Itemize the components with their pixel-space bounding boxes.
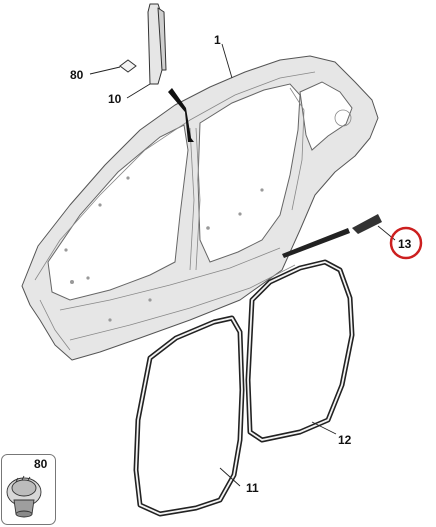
rear-door-seal-inner <box>247 261 353 441</box>
front-door-seal <box>133 315 245 517</box>
panel-holes <box>64 176 264 322</box>
callout-80-inset: 80 <box>34 457 48 471</box>
clip-part-detail <box>6 475 42 518</box>
callout-13: 13 <box>398 237 412 251</box>
clip-detail-inset: 80 <box>1 454 56 525</box>
trim-location-arrow <box>168 88 194 142</box>
panel-detail-lines <box>34 71 352 351</box>
callout-12: 12 <box>338 433 352 447</box>
callout-80-top: 80 <box>70 68 84 82</box>
window-openings <box>47 81 353 301</box>
leader-lines <box>89 43 396 487</box>
pillar-trim-piece <box>147 3 167 85</box>
callout-1: 1 <box>214 33 221 47</box>
callout-11: 11 <box>246 481 259 495</box>
callout-10: 10 <box>108 92 122 106</box>
highlight-circle <box>389 226 423 260</box>
highlighted-callout-13: 13 <box>389 226 423 260</box>
clip-part-top <box>119 59 137 73</box>
front-door-seal-inner <box>135 317 243 515</box>
sill-trim-strip <box>282 214 382 258</box>
